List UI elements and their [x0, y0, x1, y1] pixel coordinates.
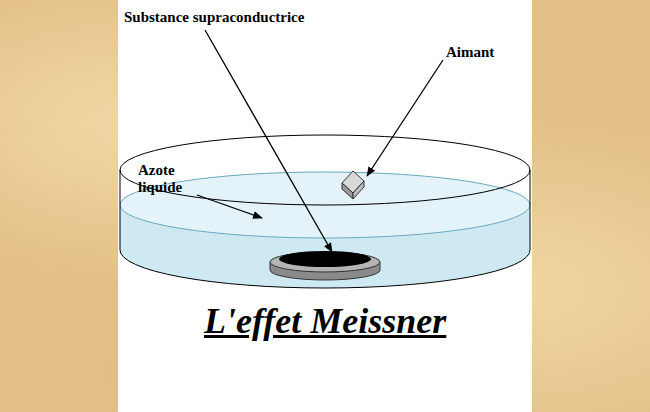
part-label: Azote liquide — [138, 162, 196, 197]
diagram-title: L'effet Meissner — [204, 300, 446, 342]
part-label: Aimant — [446, 44, 494, 61]
part-label: Substance supraconductrice — [124, 9, 304, 26]
